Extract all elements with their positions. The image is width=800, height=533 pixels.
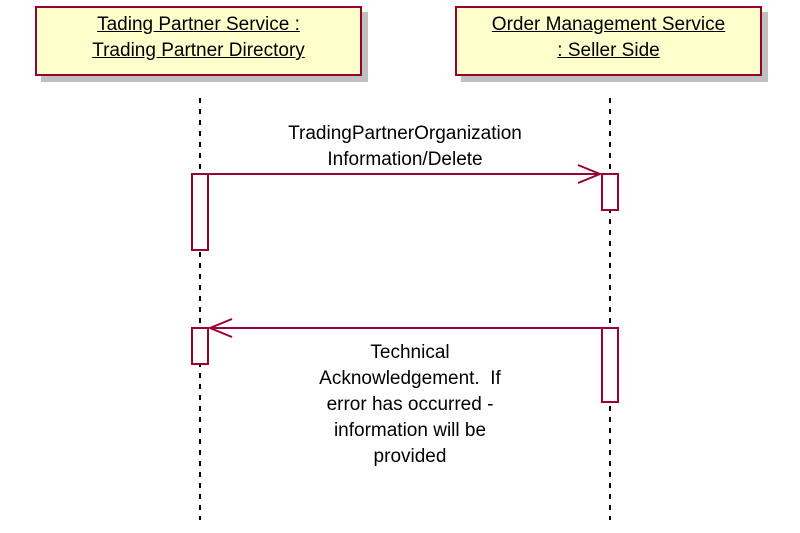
actor-title-line-2: Trading Partner Directory bbox=[92, 40, 305, 61]
actor-order-management-seller: Order Management Service : Seller Side bbox=[455, 6, 762, 76]
message-label-line: TradingPartnerOrganization bbox=[288, 123, 522, 144]
activation-box-right-1 bbox=[601, 173, 619, 211]
message-label-line: Information/Delete bbox=[327, 149, 483, 170]
message-label-line: provided bbox=[373, 446, 447, 467]
message-label-line: Acknowledgement. If bbox=[319, 368, 501, 389]
actor-title-line-1: Tading Partner Service : bbox=[97, 14, 300, 35]
message-label-line: error has occurred - bbox=[326, 394, 494, 415]
actor-trading-partner-directory: Tading Partner Service : Trading Partner… bbox=[35, 6, 362, 76]
activation-box-right-2 bbox=[601, 327, 619, 403]
message-label-delete: TradingPartnerOrganization Information/D… bbox=[230, 121, 580, 173]
message-label-line: Technical bbox=[370, 342, 450, 363]
message-label-acknowledgement: Technical Acknowledgement. If error has … bbox=[270, 340, 550, 470]
activation-box-left-1 bbox=[191, 173, 209, 251]
actor-title-line-2: : Seller Side bbox=[557, 40, 660, 61]
activation-box-left-2 bbox=[191, 327, 209, 365]
message-label-line: information will be bbox=[333, 420, 487, 441]
actor-title-line-1: Order Management Service bbox=[491, 14, 726, 35]
message-arrow-ack-head bbox=[207, 318, 233, 338]
message-arrow-delete-head bbox=[577, 164, 603, 184]
